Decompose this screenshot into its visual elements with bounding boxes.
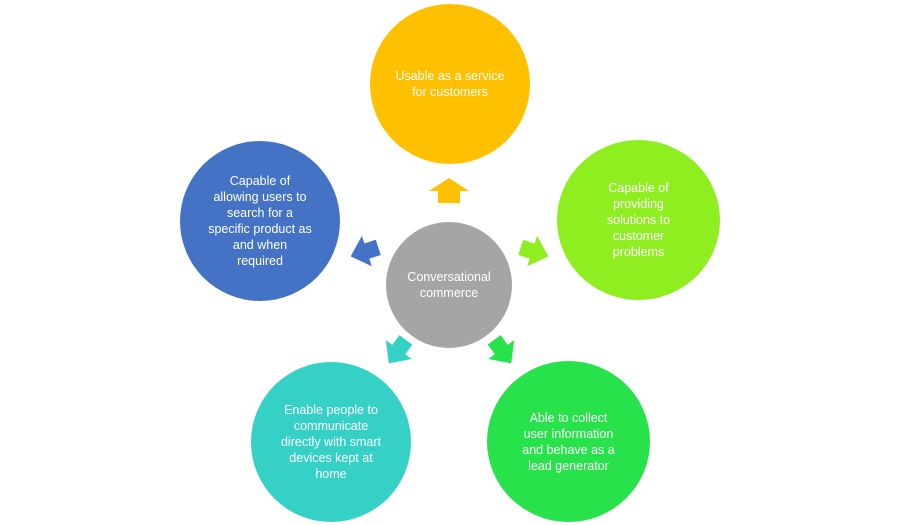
arrow-to-bottom-left: [385, 335, 413, 364]
node-right-label: Capable of providing solutions to custom…: [606, 181, 671, 259]
arrow-to-right: [518, 235, 549, 267]
node-collect-user-information: Able to collect user information and beh…: [487, 361, 650, 522]
arrow-to-top: [429, 178, 469, 203]
node-top-label: Usable as a service for customers: [395, 69, 505, 99]
node-bottom-right-label: Able to collect user information and beh…: [522, 410, 615, 473]
arrow-to-bottom-right: [487, 335, 515, 364]
node-left-label: Capable of allowing users to search for …: [208, 174, 312, 268]
arrow-to-left: [350, 235, 381, 267]
node-providing-solutions: Capable of providing solutions to custom…: [557, 140, 720, 300]
node-communicate-smart-devices: Enable people to communicate directly wi…: [251, 362, 411, 522]
node-bottom-left-label: Enable people to communicate directly wi…: [280, 403, 382, 481]
node-usable-as-service: Usable as a service for customers: [370, 4, 530, 164]
node-search-product: Capable of allowing users to search for …: [180, 141, 340, 301]
node-conversational-commerce: Conversational commerce: [386, 222, 512, 348]
center-label: Conversational commerce: [407, 270, 491, 300]
